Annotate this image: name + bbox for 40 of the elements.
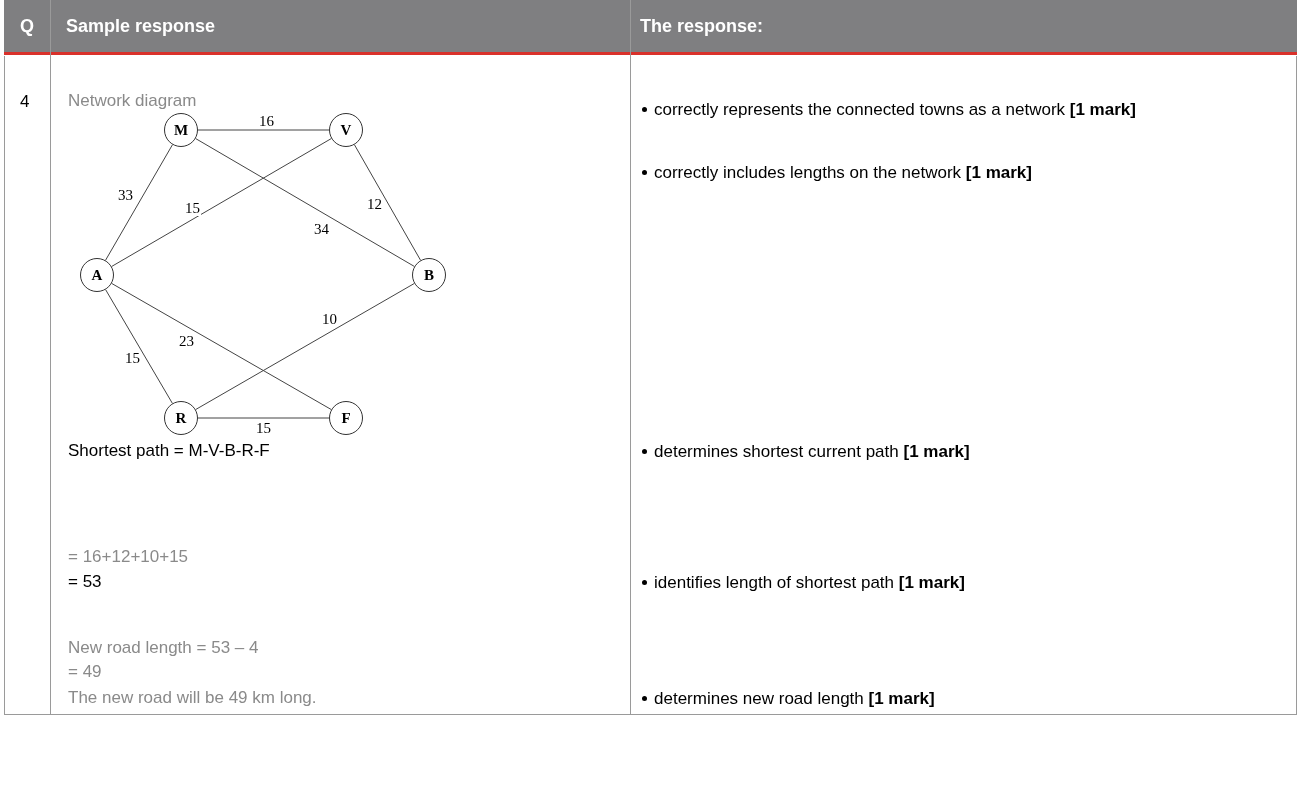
question-number: 4 — [20, 92, 30, 112]
road-line — [195, 138, 415, 267]
town-node: B — [412, 258, 446, 292]
town-node: V — [329, 113, 363, 147]
edge-label: 15 — [184, 201, 201, 216]
edge-label: 10 — [321, 312, 338, 327]
edge-label: 33 — [117, 188, 134, 203]
edge-label: 34 — [313, 222, 330, 237]
town-node: R — [164, 401, 198, 435]
edge-label: 16 — [258, 114, 275, 129]
town-node: F — [329, 401, 363, 435]
edge-label: 23 — [178, 334, 195, 349]
answer-text: = 53 — [68, 572, 102, 592]
criterion-text: correctly represents the connected towns as a network [1 mark] — [640, 99, 1301, 120]
column-header: Sample response — [66, 16, 216, 37]
column-header: Q — [20, 16, 34, 37]
road-line — [353, 144, 422, 261]
road-line — [111, 282, 332, 411]
criterion-text: correctly includes lengths on the network [1 mark] — [640, 162, 1301, 183]
working-text: = 49 — [68, 662, 102, 682]
edge-label: 12 — [366, 197, 383, 212]
road-line — [105, 144, 173, 261]
column-header: The response: — [640, 16, 764, 37]
road-line — [111, 138, 332, 267]
edge-label: 15 — [124, 351, 141, 366]
criterion-text: identifies length of shortest path [1 mark] — [640, 572, 1301, 593]
town-node: A — [80, 258, 114, 292]
criterion-text: determines shortest current path [1 mark] — [640, 441, 1301, 462]
answer-text: The new road will be 49 km long. — [68, 688, 317, 708]
town-node: M — [164, 113, 198, 147]
label-text: Network diagram — [68, 91, 197, 111]
road-line — [195, 283, 415, 410]
road-line — [197, 129, 330, 131]
edge-label: 15 — [255, 421, 272, 436]
working-text: New road length = 53 – 4 — [68, 638, 259, 658]
road-line — [197, 417, 330, 419]
answer-text: Shortest path = M-V-B-R-F — [68, 441, 270, 461]
working-text: = 16+12+10+15 — [68, 547, 189, 567]
criterion-text: determines new road length [1 mark] — [640, 688, 1301, 709]
road-line — [105, 289, 173, 404]
